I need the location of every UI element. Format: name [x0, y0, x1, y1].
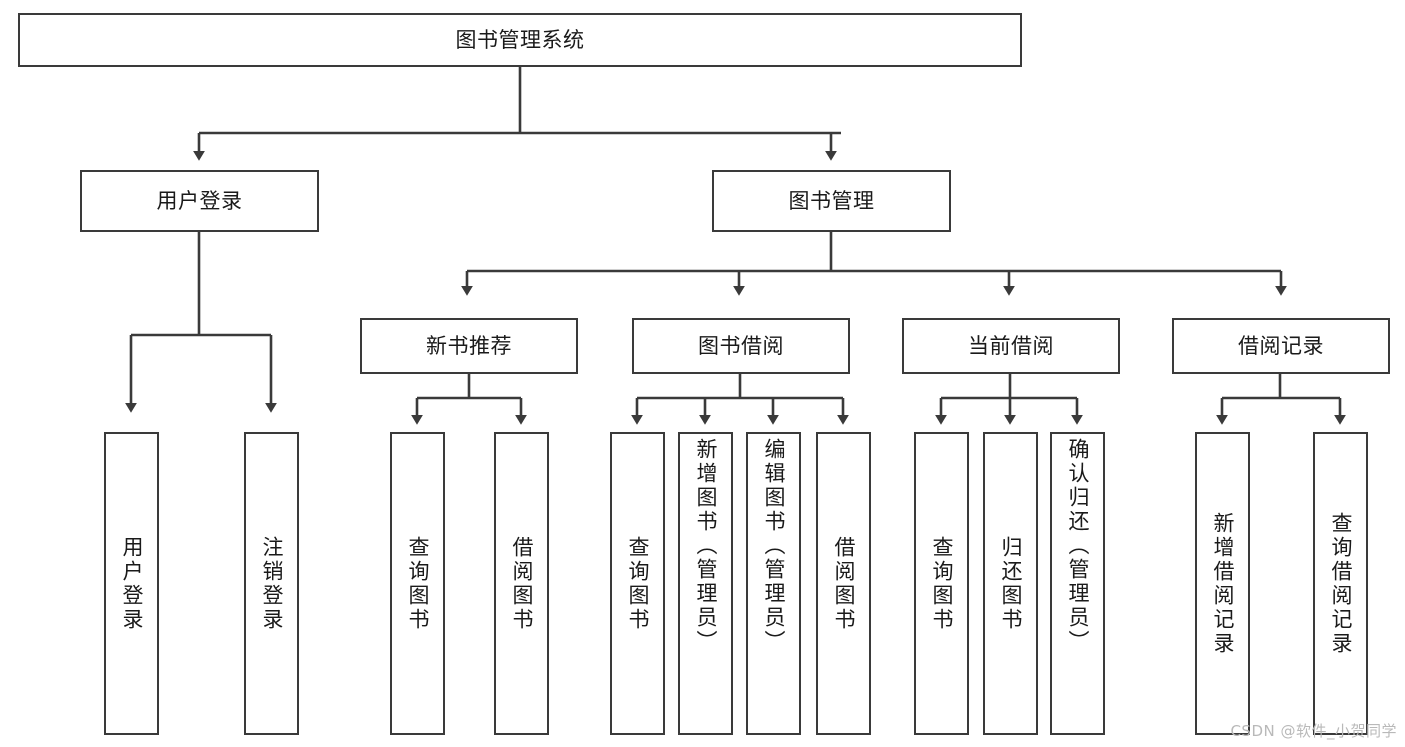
- node-leaf-query-book-2[interactable]: 查询图书: [610, 432, 665, 735]
- node-current-borrow-label: 当前借阅: [968, 333, 1054, 358]
- node-root-label: 图书管理系统: [455, 27, 585, 52]
- node-book-borrow-label: 图书借阅: [698, 333, 784, 358]
- node-leaf-confirm-return-label: 确认归还（管理员）: [1066, 438, 1090, 654]
- node-leaf-query-book-2-label: 查询图书: [626, 535, 650, 632]
- node-leaf-query-book-1-label: 查询图书: [406, 535, 430, 632]
- node-book-manage-label: 图书管理: [788, 188, 875, 213]
- node-leaf-borrow-book-2-label: 借阅图书: [832, 535, 856, 632]
- node-leaf-add-book-label: 新增图书（管理员）: [694, 438, 718, 654]
- node-leaf-user-logout[interactable]: 注销登录: [244, 432, 299, 735]
- node-book-borrow[interactable]: 图书借阅: [632, 318, 850, 374]
- node-leaf-query-book-3[interactable]: 查询图书: [914, 432, 969, 735]
- node-user-login[interactable]: 用户登录: [80, 170, 319, 232]
- node-leaf-query-record-label: 查询借阅记录: [1329, 511, 1353, 656]
- node-leaf-return-book-label: 归还图书: [999, 535, 1023, 632]
- node-leaf-query-book-1[interactable]: 查询图书: [390, 432, 445, 735]
- node-book-manage[interactable]: 图书管理: [712, 170, 951, 232]
- node-new-book-rec-label: 新书推荐: [426, 333, 512, 358]
- node-leaf-add-book[interactable]: 新增图书（管理员）: [678, 432, 733, 735]
- node-leaf-query-book-3-label: 查询图书: [930, 535, 954, 632]
- node-leaf-user-logout-label: 注销登录: [260, 535, 284, 632]
- node-leaf-edit-book[interactable]: 编辑图书（管理员）: [746, 432, 801, 735]
- node-leaf-user-login-label: 用户登录: [120, 535, 144, 632]
- node-borrow-record-label: 借阅记录: [1238, 333, 1324, 358]
- node-leaf-edit-book-label: 编辑图书（管理员）: [762, 438, 786, 654]
- node-leaf-add-record[interactable]: 新增借阅记录: [1195, 432, 1250, 735]
- node-root[interactable]: 图书管理系统: [18, 13, 1022, 67]
- node-borrow-record[interactable]: 借阅记录: [1172, 318, 1390, 374]
- node-leaf-add-record-label: 新增借阅记录: [1211, 511, 1235, 656]
- node-leaf-user-login[interactable]: 用户登录: [104, 432, 159, 735]
- node-leaf-return-book[interactable]: 归还图书: [983, 432, 1038, 735]
- node-leaf-query-record[interactable]: 查询借阅记录: [1313, 432, 1368, 735]
- node-leaf-borrow-book-1[interactable]: 借阅图书: [494, 432, 549, 735]
- node-new-book-rec[interactable]: 新书推荐: [360, 318, 578, 374]
- node-leaf-borrow-book-2[interactable]: 借阅图书: [816, 432, 871, 735]
- node-user-login-label: 用户登录: [156, 188, 243, 213]
- node-leaf-confirm-return[interactable]: 确认归还（管理员）: [1050, 432, 1105, 735]
- node-current-borrow[interactable]: 当前借阅: [902, 318, 1120, 374]
- csdn-watermark: CSDN @软件_小贺同学: [1230, 722, 1397, 740]
- node-leaf-borrow-book-1-label: 借阅图书: [510, 535, 534, 632]
